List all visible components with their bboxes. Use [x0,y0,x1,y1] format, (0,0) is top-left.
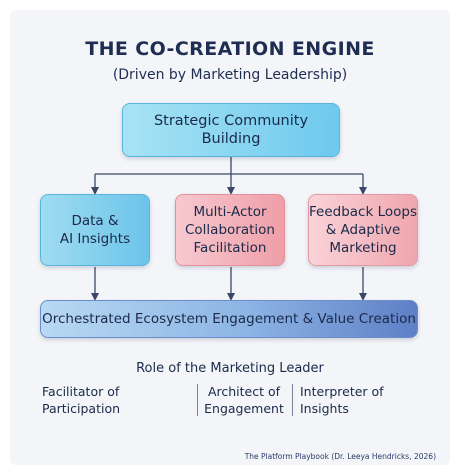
node-top-line2: Building [201,131,261,147]
role-separator [197,384,198,416]
node-feedback-loops: Feedback Loops & Adaptive Marketing [308,194,418,266]
node-multi-line2: Collaboration [185,222,275,238]
roles-title: Role of the Marketing Leader [136,361,324,376]
node-data-line1: Data & [71,213,119,229]
role-facilitator: Facilitator of Participation [42,383,192,417]
role-architect: Architect of Engagement [202,383,286,417]
node-multi-actor-collaboration: Multi-Actor Collaboration Facilitation [175,194,285,266]
role-separator [292,384,293,416]
role-architect-line1: Architect of [207,384,281,399]
role-interpreter: Interpreter of Insights [300,383,430,417]
credit-text: The Platform Playbook (Dr. Leeya Hendric… [244,452,436,461]
diagram-title: THE CO-CREATION ENGINE [85,38,375,60]
node-feedback-line1: Feedback Loops [309,204,417,220]
node-top-line1: Strategic Community [153,113,309,129]
node-multi-line1: Multi-Actor [193,204,267,220]
node-multi-line3: Facilitation [193,240,267,256]
node-data-ai-insights: Data & AI Insights [40,194,150,266]
node-bottom-label: Orchestrated Ecosystem Engagement & Valu… [42,311,416,327]
diagram-subtitle: (Driven by Marketing Leadership) [112,67,348,83]
role-facilitator-line1: Facilitator of Participation [42,384,121,416]
role-interpreter-line1: Interpreter of Insights [300,384,384,416]
role-architect-line2: Engagement [204,401,284,416]
node-data-line2: AI Insights [59,231,131,247]
node-feedback-line2: & Adaptive [325,222,401,238]
node-strategic-community-building: Strategic Community Building [122,103,340,157]
node-feedback-line3: Marketing [329,240,397,256]
node-orchestrated-ecosystem: Orchestrated Ecosystem Engagement & Valu… [40,300,418,338]
